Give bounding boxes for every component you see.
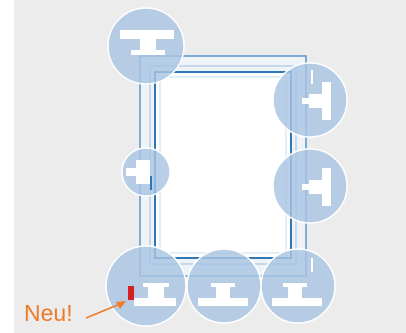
hardware-circle-right-upper (272, 62, 348, 138)
new-part-marker (128, 286, 134, 300)
locking-point-icon (272, 258, 322, 306)
hardware-circle-top-hinge (107, 7, 185, 85)
locking-point-icon (302, 70, 331, 120)
corner-bearing-icon (128, 283, 176, 306)
locking-point-icon (302, 168, 331, 206)
locking-point-icon (198, 283, 248, 306)
hardware-circle-right-lower (272, 148, 348, 224)
hardware-circle-left-handle (121, 147, 171, 197)
hardware-circle-bottom-left (105, 245, 187, 327)
glass-pane (159, 76, 287, 254)
hardware-circle-bottom-middle (186, 248, 262, 324)
new-callout-label: Neu! (24, 300, 73, 326)
callout-arrow (85, 301, 126, 319)
top-bearing-icon (120, 30, 174, 55)
handle-icon (126, 160, 152, 190)
hardware-circle-bottom-right (260, 248, 336, 324)
